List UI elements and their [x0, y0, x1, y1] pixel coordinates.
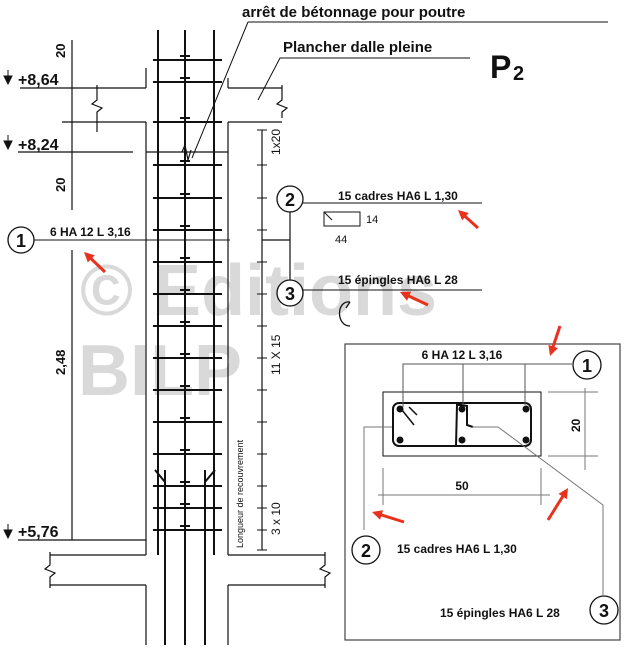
stirrups	[153, 55, 222, 531]
leader-slab	[257, 57, 470, 101]
section-width: 50	[455, 479, 469, 493]
red-arrow	[404, 293, 429, 307]
red-arrow	[550, 325, 562, 351]
red-arrow-head	[458, 210, 469, 221]
pour-stop-mark	[181, 142, 192, 161]
element-index: 2	[513, 63, 524, 85]
dim-spacing-mid: 11 X 15	[269, 334, 283, 375]
red-arrow-head	[372, 510, 384, 520]
red-arrow	[546, 492, 567, 521]
callout-2-text: 15 cadres HA6 L 1,30	[338, 189, 458, 203]
dimension-ticks	[257, 129, 267, 551]
inset-callout-1-text: 6 HA 12 L 3,16	[422, 348, 503, 362]
level-bottom: +5,76	[18, 524, 59, 541]
inset-callout-1-number: 1	[582, 356, 592, 376]
annotation-pour-stop: arrêt de bétonnage pour poutre	[242, 4, 465, 21]
dim-left-height: 2,48	[53, 350, 68, 375]
leader-pour-stop	[191, 21, 249, 159]
watermark-line1: © Editions	[80, 251, 437, 331]
callout-2-number: 2	[285, 190, 295, 210]
callout-2: 2 15 cadres HA6 L 1,30 14 44	[276, 185, 482, 246]
red-arrow-head	[400, 291, 412, 301]
callout-3: 3 15 épingles HA6 L 28	[276, 273, 482, 327]
pin-shape	[338, 301, 351, 327]
callout-1: 1 6 HA 12 L 3,16	[7, 225, 230, 254]
red-arrow-head	[84, 252, 95, 263]
level-top: +8,64	[18, 72, 59, 89]
callout-1-text: 6 HA 12 L 3,16	[50, 225, 131, 239]
dim-spacing-top: 1x20	[269, 129, 283, 155]
callout-3-text: 15 épingles HA6 L 28	[338, 273, 458, 287]
red-arrow-head	[558, 488, 568, 500]
stirrup-shape	[323, 211, 361, 227]
stirrup-height: 14	[366, 214, 378, 226]
level-markers: +8,64 +8,24 +5,76	[3, 70, 59, 541]
inset-callout-2-text: 15 cadres HA6 L 1,30	[397, 542, 517, 556]
inset-callout-3-text: 15 épingles HA6 L 28	[440, 606, 560, 620]
callout-1-number: 1	[16, 231, 26, 251]
inset-callout-2-number: 2	[361, 541, 371, 561]
red-arrows	[84, 210, 568, 524]
red-arrow-head	[548, 344, 558, 356]
watermark-line2: BILP	[78, 331, 242, 411]
section-height: 20	[569, 418, 583, 432]
lap-length-label: Longueur de recouvrement	[235, 439, 245, 548]
section-inset: 6 HA 12 L 3,16 50 20 1 2 15 cadres HA6 L…	[344, 343, 621, 641]
callout-3-number: 3	[285, 284, 295, 304]
red-arrow	[377, 512, 405, 524]
element-label: P	[490, 49, 511, 85]
dim-spacing-bottom: 3 x 10	[269, 502, 283, 535]
dim-left-top: 20	[53, 44, 68, 58]
dim-left-mid: 20	[53, 178, 68, 192]
inset-callout-3-number: 3	[599, 601, 609, 621]
stirrup-width: 44	[335, 234, 347, 246]
slab-label: Plancher dalle pleine	[283, 39, 432, 56]
level-beam: +8,24	[18, 137, 59, 154]
